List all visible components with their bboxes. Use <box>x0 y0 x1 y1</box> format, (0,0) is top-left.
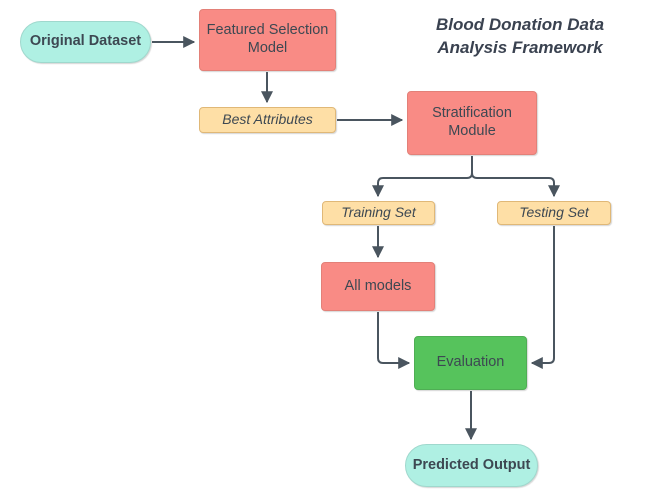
node-predicted-output[interactable]: Predicted Output <box>405 444 538 487</box>
node-best-attributes-label: Best Attributes <box>222 111 313 128</box>
node-evaluation[interactable]: Evaluation <box>414 336 527 390</box>
node-training-set[interactable]: Training Set <box>322 201 435 225</box>
node-stratification-module-label: Stratification Module <box>432 105 512 139</box>
node-training-set-label: Training Set <box>341 204 416 221</box>
edge-all-models-to-evaluation <box>377 312 411 369</box>
node-featured-selection-model[interactable]: Featured Selection Model <box>199 9 336 71</box>
node-original-dataset-label: Original Dataset <box>29 33 142 50</box>
node-featured-selection-model-label: Featured Selection Model <box>206 22 329 56</box>
node-all-models-label: All models <box>344 277 412 294</box>
node-evaluation-label: Evaluation <box>436 354 505 371</box>
node-testing-set-label: Testing Set <box>519 204 589 221</box>
edge-testing-to-evaluation <box>530 226 555 369</box>
diagram-title: Blood Donation Data Analysis Framework <box>435 15 605 57</box>
node-best-attributes[interactable]: Best Attributes <box>199 107 336 133</box>
node-testing-set[interactable]: Testing Set <box>497 201 611 225</box>
node-stratification-module[interactable]: Stratification Module <box>407 91 537 155</box>
edge-stratification-to-training <box>372 156 473 198</box>
edge-stratification-to-testing <box>471 156 560 198</box>
node-predicted-output-label: Predicted Output <box>412 456 531 473</box>
node-original-dataset[interactable]: Original Dataset <box>20 21 151 63</box>
node-all-models[interactable]: All models <box>321 262 435 311</box>
